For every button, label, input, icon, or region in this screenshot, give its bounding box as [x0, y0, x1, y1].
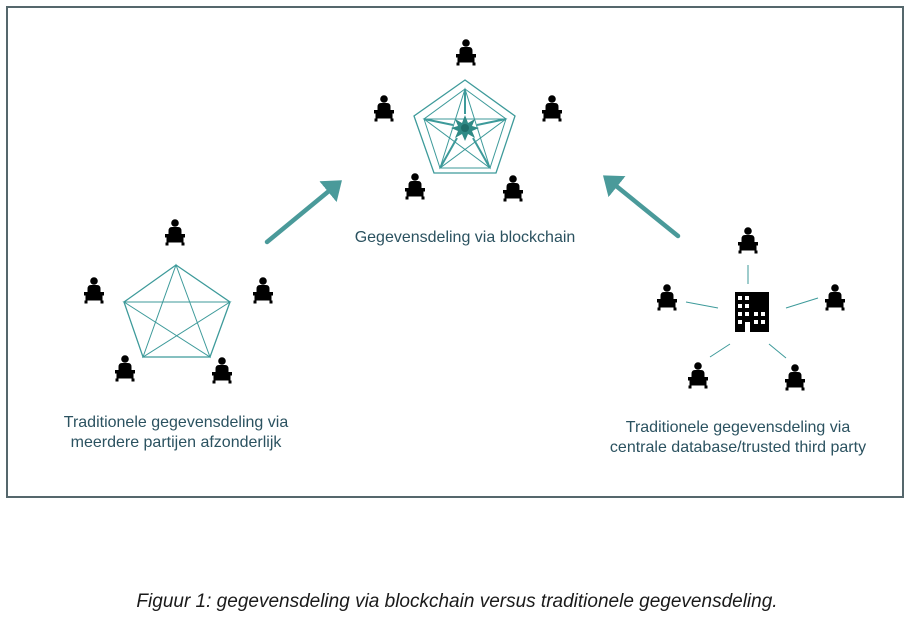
blockchain-label-text: Gegevensdeling via blockchain — [354, 229, 576, 246]
person-at-desk-icon — [503, 175, 523, 202]
person-at-desk-icon — [688, 362, 708, 389]
person-at-desk-icon — [825, 284, 845, 311]
separate-label-line-1: Traditionele gegevensdeling via — [63, 414, 289, 431]
blockchain-spokes — [423, 89, 507, 169]
person-at-desk-icon — [115, 355, 135, 382]
person-at-desk-icon — [657, 284, 677, 311]
person-at-desk-icon — [84, 277, 104, 304]
person-at-desk-icon — [405, 173, 425, 200]
person-at-desk-icon — [738, 227, 758, 254]
blockchain-label: Gegevensdeling via blockchain — [325, 228, 605, 248]
blockchain-network — [413, 79, 516, 174]
arrow-right-to-blockchain — [603, 175, 681, 239]
person-at-desk-icon — [456, 39, 476, 66]
central-label-line-1: Traditionele gegevensdeling via — [625, 419, 851, 436]
figure-caption: Figuur 1: gegevensdeling via blockchain … — [136, 591, 778, 612]
person-at-desk-icon — [374, 95, 394, 122]
person-at-desk-icon — [542, 95, 562, 122]
blockchain-pentagon-outer — [413, 79, 516, 174]
blockchain-participants — [374, 39, 562, 202]
person-at-desk-icon — [253, 277, 273, 304]
separate-pentagon — [123, 264, 231, 358]
person-at-desk-icon — [212, 357, 232, 384]
central-party-label: Traditionele gegevensdeling via centrale… — [578, 418, 898, 458]
separate-participants — [84, 219, 273, 384]
star-burst-core — [461, 124, 469, 132]
central-party-network — [685, 265, 819, 359]
arrow-left-to-blockchain — [264, 180, 342, 245]
separate-pentagram — [122, 263, 232, 359]
diagram-frame — [6, 6, 904, 498]
separate-parties-network — [122, 263, 232, 359]
office-building-icon — [735, 292, 769, 332]
separate-label-line-2: meerdere partijen afzonderlijk — [70, 434, 282, 451]
person-at-desk-icon — [785, 364, 805, 391]
separate-parties-label: Traditionele gegevensdeling via meerdere… — [26, 413, 326, 453]
central-label-line-2: centrale database/trusted third party — [609, 439, 867, 456]
person-at-desk-icon — [165, 219, 185, 246]
blockchain-pentagon-inner — [423, 88, 507, 169]
